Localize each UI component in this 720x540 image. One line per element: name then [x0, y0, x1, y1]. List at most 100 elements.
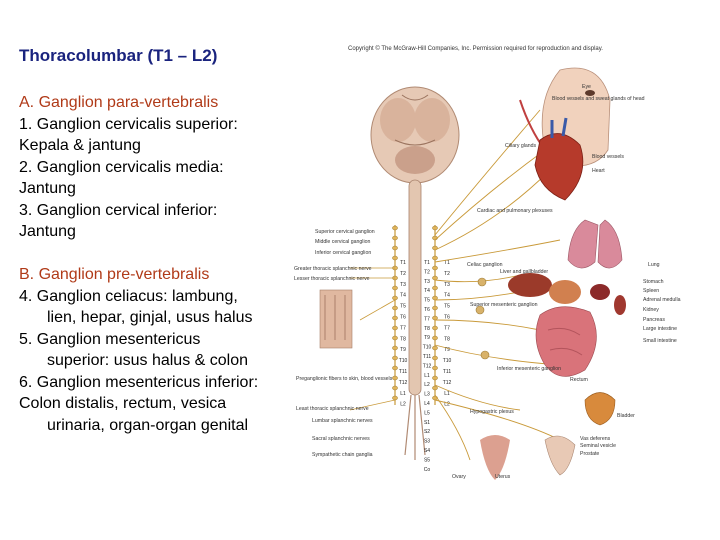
section-a-heading: A. Ganglion para-vertebralis — [19, 92, 299, 114]
chain-ganglion — [432, 256, 437, 260]
segment-label: Co — [424, 467, 431, 473]
chain-ganglion — [392, 226, 397, 230]
label-inferior-mesenteric-ganglion: Inferior mesenteric ganglion — [497, 366, 561, 372]
segment-label: T2 — [424, 269, 430, 275]
segment-label: T8 — [424, 326, 430, 332]
chain-ganglion — [392, 286, 397, 290]
segment-label: T12 — [423, 363, 432, 369]
segment-label: T7 — [444, 325, 450, 331]
segment-label: L1 — [424, 373, 430, 379]
chain-ganglion — [432, 286, 437, 290]
label-head-blood-vessels-glands: Blood vessels and sweat glands of head — [552, 96, 645, 102]
label-blood-vessels: Blood vessels — [592, 154, 624, 160]
label-ovary: Ovary — [452, 474, 466, 480]
chain-ganglion — [432, 346, 437, 350]
label-eye: Eye — [582, 84, 591, 90]
segment-label: L4 — [424, 401, 430, 407]
chain-ganglion — [392, 246, 397, 250]
segment-label: T8 — [400, 336, 406, 342]
segment-label: T3 — [400, 282, 406, 288]
text-line: 6. Ganglion mesentericus inferior: — [19, 372, 299, 394]
label-sacral-splanchnic-nerves: Sacral splanchnic nerves — [312, 436, 370, 442]
middle-labels: Ciliary glands Cardiac and pulmonary ple… — [452, 143, 561, 480]
label-uterus: Uterus — [495, 474, 511, 480]
label-lung: Lung — [648, 262, 660, 268]
label-small-intestine: Small intestine — [643, 338, 677, 344]
label-liver-gallbladder: Liver and gallbladder — [500, 269, 548, 275]
text-line: Jantung — [19, 221, 299, 243]
segment-label: T11 — [423, 354, 431, 360]
chain-ganglion — [432, 356, 437, 360]
segment-label: T3 — [444, 282, 450, 288]
segment-label: T10 — [443, 358, 452, 364]
label-celiac-ganglion: Celiac ganglion — [467, 262, 503, 268]
chain-ganglion — [392, 376, 397, 380]
slide-title: Thoracolumbar (T1 – L2) — [19, 46, 217, 66]
segment-label: T5 — [400, 304, 406, 310]
abdominal-organs-illustration — [508, 273, 626, 376]
segment-label: T10 — [423, 345, 432, 351]
segment-label: L3 — [424, 392, 430, 398]
segment-label: T6 — [444, 315, 450, 321]
segment-label: T12 — [399, 380, 408, 386]
chain-ganglion — [432, 266, 437, 270]
chain-ganglion — [392, 236, 397, 240]
text-line: urinaria, organ-organ genital — [19, 415, 299, 437]
chain-ganglion — [432, 386, 437, 390]
segment-label: S2 — [424, 429, 430, 435]
chain-ganglion — [392, 386, 397, 390]
label-seminal-vesicle: Seminal vesicle — [580, 443, 616, 449]
segment-label: T1 — [400, 260, 406, 266]
label-least-splanchnic-nerve: Least thoracic splanchnic nerve — [296, 406, 369, 412]
cauda-equina — [405, 395, 425, 460]
segment-label: T7 — [400, 325, 406, 331]
text-line: 5. Ganglion mesentericus — [19, 329, 299, 351]
text-line: 4. Ganglion celiacus: lambung, — [19, 286, 299, 308]
chain-ganglion — [392, 396, 397, 400]
text-line: 2. Ganglion cervicalis media: — [19, 157, 299, 179]
section-prevertebral: B. Ganglion pre-vertebralis 4. Ganglion … — [19, 264, 299, 436]
chain-ganglion — [432, 326, 437, 330]
chain-ganglion — [392, 316, 397, 320]
section-b-heading: B. Ganglion pre-vertebralis — [19, 264, 299, 286]
text-line: Colon distalis, rectum, vesica — [19, 393, 299, 415]
segment-label: T2 — [444, 271, 450, 277]
segment-label: T11 — [399, 369, 407, 375]
chain-ganglion — [432, 306, 437, 310]
chain-ganglion — [432, 316, 437, 320]
label-stomach: Stomach — [643, 279, 664, 285]
chain-ganglion — [432, 336, 437, 340]
text-line: 1. Ganglion cervicalis superior: — [19, 114, 299, 136]
chain-ganglion — [432, 366, 437, 370]
section-paravertebral: A. Ganglion para-vertebralis 1. Ganglion… — [19, 92, 299, 243]
segment-label: L5 — [424, 410, 430, 416]
label-inferior-cervical-ganglion: Inferior cervical ganglion — [315, 250, 371, 256]
preganglionic-fibers-left — [350, 268, 395, 410]
segment-label: T1 — [444, 260, 450, 266]
spinal-cord — [409, 180, 421, 395]
segment-label: S4 — [424, 448, 430, 454]
chain-ganglion — [392, 366, 397, 370]
ganglion-nodes — [476, 278, 489, 359]
segment-label: S5 — [424, 457, 430, 463]
chain-ganglion — [392, 296, 397, 300]
label-middle-cervical-ganglion: Middle cervical ganglion — [315, 239, 370, 245]
segment-label: T9 — [400, 347, 406, 353]
label-prostate: Prostate — [580, 451, 599, 457]
label-adrenal-medulla: Adrenal medulla — [643, 297, 681, 303]
chain-ganglion — [392, 356, 397, 360]
chain-ganglion — [432, 296, 437, 300]
text-line: superior: usus halus & colon — [19, 350, 299, 372]
lungs-illustration — [568, 220, 622, 268]
label-vas-deferens: Vas deferens — [580, 436, 611, 442]
text-line: 3. Ganglion cervical inferior: — [19, 200, 299, 222]
label-kidney: Kidney — [643, 307, 659, 313]
text-line: lien, hepar, ginjal, usus halus — [19, 307, 299, 329]
segment-label: T5 — [444, 304, 450, 310]
brain-illustration — [371, 87, 459, 183]
segment-label: T10 — [399, 358, 408, 364]
segment-label: T4 — [444, 293, 450, 299]
segment-label: T4 — [424, 288, 430, 294]
segment-labels-center: T1T2T3T4T5T6T7T8T9T10T11T12L1L2L3L4L5S1S… — [423, 260, 432, 473]
